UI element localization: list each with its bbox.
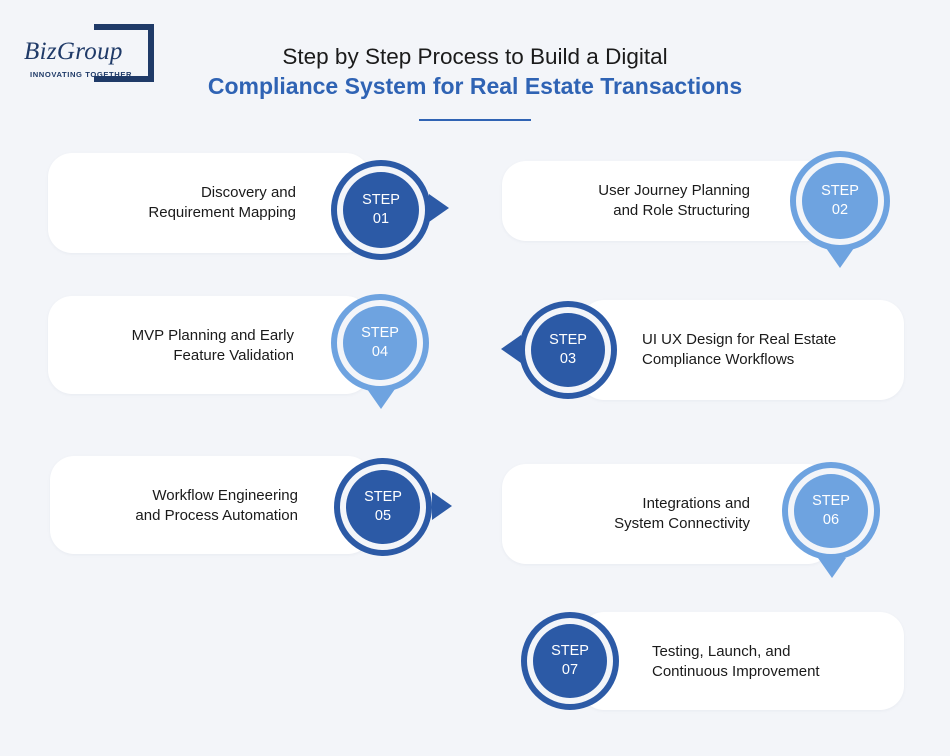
bizgroup-logo: BizGroup INNOVATING TOGETHER xyxy=(24,24,158,84)
step-01-number: 01 xyxy=(372,211,390,227)
step-05-label: STEP xyxy=(364,489,402,505)
step-04-badge: STEP 04 xyxy=(331,294,431,414)
step-02-core: STEP 02 xyxy=(802,163,878,239)
arrow-down-icon xyxy=(818,558,846,578)
step-03-text-line-2: Compliance Workflows xyxy=(642,351,795,368)
step-05-card: Workflow Engineering and Process Automat… xyxy=(50,456,372,554)
step-06-text-line-2: System Connectivity xyxy=(614,515,750,532)
step-04-card: MVP Planning and Early Feature Validatio… xyxy=(48,296,370,394)
step-02-badge: STEP 02 xyxy=(790,151,890,271)
logo-tagline: INNOVATING TOGETHER xyxy=(30,70,133,79)
step-07-number: 07 xyxy=(561,662,579,678)
step-07-text-line-2: Continuous Improvement xyxy=(652,663,820,680)
step-07-card: Testing, Launch, and Continuous Improvem… xyxy=(580,612,904,710)
step-03-text-line-1: UI UX Design for Real Estate xyxy=(642,331,837,348)
step-04-text-line-2: Feature Validation xyxy=(173,347,294,364)
step-02-text-line-1: User Journey Planning xyxy=(598,182,750,199)
arrow-left-icon xyxy=(501,335,521,363)
arrow-down-icon xyxy=(826,248,854,268)
page-title-line-1: Step by Step Process to Build a Digital xyxy=(282,44,668,69)
step-03-card: UI UX Design for Real Estate Compliance … xyxy=(580,300,904,400)
page-title-line-2: Compliance System for Real Estate Transa… xyxy=(207,73,743,99)
step-01-label: STEP xyxy=(362,192,400,208)
step-01-core: STEP 01 xyxy=(343,172,419,248)
step-03-badge: STEP 03 xyxy=(499,301,619,401)
step-03-core: STEP 03 xyxy=(531,313,605,387)
step-02-label: STEP xyxy=(821,183,859,199)
step-01-card: Discovery and Requirement Mapping xyxy=(48,153,370,253)
logo-square-mark xyxy=(94,24,154,82)
step-07-label: STEP xyxy=(551,643,589,659)
step-06-label: STEP xyxy=(812,493,850,509)
arrow-right-icon xyxy=(429,194,449,222)
logo-wordmark: BizGroup xyxy=(24,38,125,66)
step-06-number: 06 xyxy=(822,512,840,528)
step-01-text-line-2: Requirement Mapping xyxy=(148,204,296,221)
step-03-label: STEP xyxy=(549,332,587,348)
step-07-core: STEP 07 xyxy=(533,624,607,698)
step-06-core: STEP 06 xyxy=(794,474,868,548)
step-05-core: STEP 05 xyxy=(346,470,420,544)
arrow-down-icon xyxy=(367,389,395,409)
arrow-right-icon xyxy=(432,492,452,520)
step-01-text-line-1: Discovery and xyxy=(200,184,296,201)
step-04-core: STEP 04 xyxy=(343,306,417,380)
step-05-text-line-1: Workflow Engineering xyxy=(152,487,298,504)
step-03-number: 03 xyxy=(559,351,577,367)
step-07-badge: STEP 07 xyxy=(521,612,621,712)
step-06-badge: STEP 06 xyxy=(782,462,882,582)
step-06-card: Integrations and System Connectivity xyxy=(502,464,832,564)
step-02-card: User Journey Planning and Role Structuri… xyxy=(502,161,832,241)
step-04-number: 04 xyxy=(371,344,389,360)
step-02-number: 02 xyxy=(831,202,849,218)
step-01-badge: STEP 01 xyxy=(331,160,451,260)
step-02-text-line-2: and Role Structuring xyxy=(613,202,750,219)
title-underline xyxy=(419,119,531,121)
step-05-number: 05 xyxy=(374,508,392,524)
step-06-text-line-1: Integrations and xyxy=(642,495,750,512)
step-05-text-line-2: and Process Automation xyxy=(135,507,298,524)
step-04-text-line-1: MVP Planning and Early xyxy=(131,327,294,344)
step-04-label: STEP xyxy=(361,325,399,341)
step-07-text-line-1: Testing, Launch, and xyxy=(652,643,791,660)
step-05-badge: STEP 05 xyxy=(334,458,454,558)
